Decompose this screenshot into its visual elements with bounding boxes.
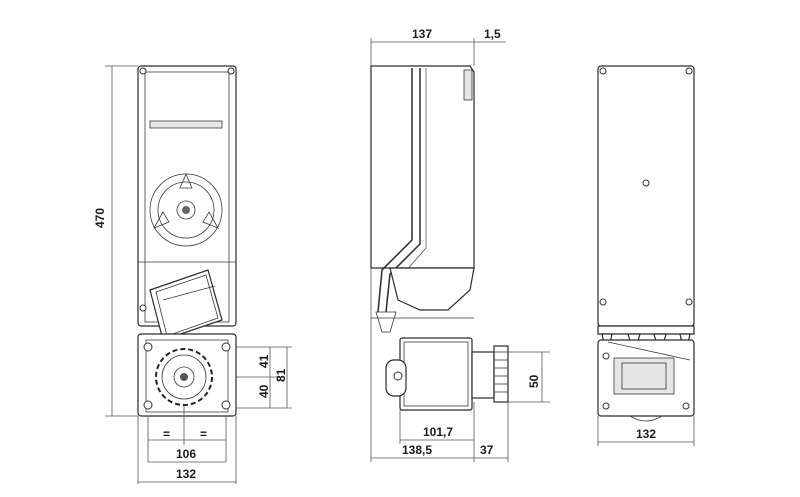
dim-side-depth-total: 138,5 — [402, 443, 432, 457]
back-view: 132 — [597, 65, 695, 446]
side-pinion-icon — [471, 345, 509, 403]
dim-gear-81: 81 — [274, 368, 288, 382]
dim-front-mount-width: 106 — [176, 447, 196, 461]
dim-side-pinion: 37 — [480, 443, 494, 457]
dim-side-mount-depth: 101,7 — [423, 425, 453, 439]
mounting-hole-icon — [642, 179, 650, 187]
front-view: 470 41 40 81 = = 106 132 — [93, 65, 292, 484]
side-view: 137 1,5 50 101,7 138,5 37 — [370, 27, 550, 462]
dim-gear-41: 41 — [257, 354, 271, 368]
dim-side-gear-height: 50 — [527, 374, 541, 388]
dim-front-width: 132 — [176, 467, 196, 481]
dim-side-depth: 137 — [412, 27, 432, 41]
dim-equal-left: = — [163, 427, 170, 441]
dim-side-cover: 1,5 — [484, 27, 501, 41]
pinion-gear-icon — [155, 348, 213, 406]
dim-equal-right: = — [200, 427, 207, 441]
dim-back-width: 132 — [636, 427, 656, 441]
dim-gear-40: 40 — [257, 384, 271, 398]
tilted-cover — [149, 269, 223, 341]
dim-front-height: 470 — [93, 208, 107, 228]
release-wheel-icon — [149, 172, 223, 247]
